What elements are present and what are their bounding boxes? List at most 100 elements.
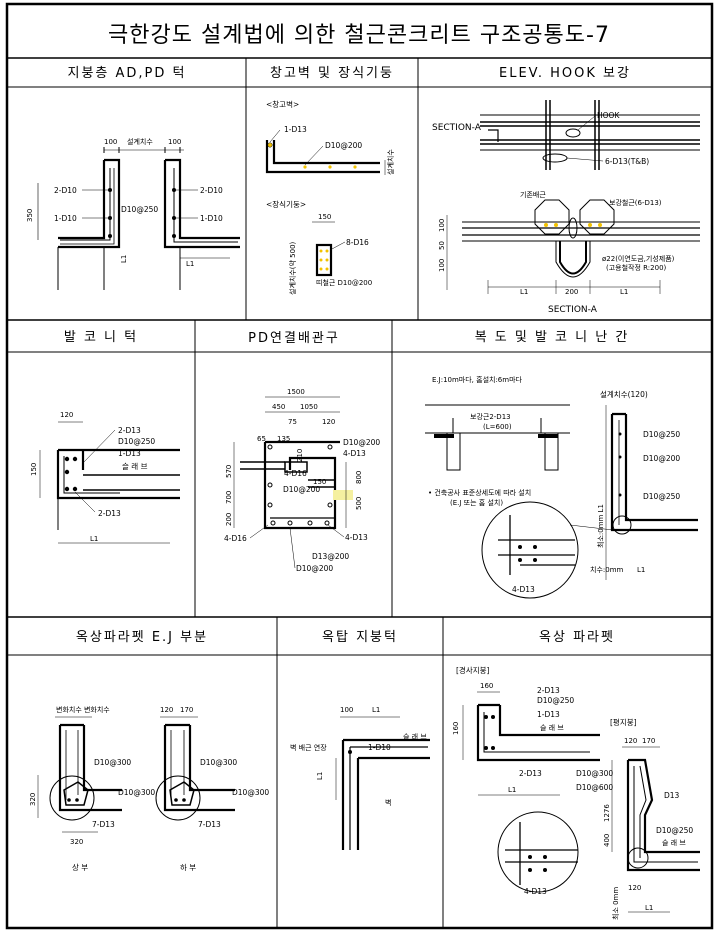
- p8-wall: 벽: [385, 798, 391, 807]
- p9-d10b: D10@300: [576, 769, 613, 778]
- p9-min: 최소 0mm: [611, 887, 620, 920]
- p6-note-2: (E.J 또는 홈 설치): [450, 498, 503, 507]
- p5-dim-1050: 1050: [300, 403, 318, 411]
- p1-left-1d10: 1-D10: [54, 214, 77, 223]
- p1-l1-a: L1: [120, 255, 128, 263]
- p1-dim-350: 350: [26, 209, 34, 222]
- p3-d13tb: 6-D13(T&B): [605, 157, 649, 166]
- panel-8-drawing: 100 L1 벽 배근 연장 1-D10 슬 래 브 L1 벽: [290, 706, 430, 850]
- p1-l1-b: L1: [186, 260, 194, 268]
- p5-d16a: 4-D16: [284, 469, 307, 478]
- panel-1-drawing: 100 설계치수 100 2-D10 1-D10 2-D10 1-D10 D10…: [26, 137, 240, 290]
- panel-5-header: PD연결배관구: [248, 331, 340, 346]
- p2-d16: 8-D16: [346, 238, 369, 247]
- p9-w120: 120: [624, 737, 637, 745]
- p2-d13: 1-D13: [284, 125, 307, 134]
- p1-dim-design: 설계치수: [127, 137, 153, 146]
- p6-min: 치수:0mm: [590, 565, 624, 574]
- p5-dim-1500: 1500: [287, 388, 305, 396]
- p5-dim-200: 200: [225, 513, 233, 526]
- p5-dim-800: 800: [355, 471, 363, 484]
- p1-dim-100-left: 100: [104, 138, 117, 146]
- p5-d16b: 4-D16: [224, 534, 247, 543]
- p8-slab: 슬 래 브: [403, 732, 427, 741]
- p7-h320: 320: [29, 793, 37, 806]
- p5-dim-450: 450: [272, 403, 285, 411]
- p2-side-label: 설계치수(약 500): [288, 241, 297, 295]
- p9-l1a: L1: [508, 786, 516, 794]
- panel-4-drawing: 120 2-D13 D10@250 1-D13 슬 래 브 150 2-D13 …: [30, 411, 180, 544]
- p7-caption-top: 상 부: [72, 862, 88, 872]
- p5-d13b: 4-D13: [345, 533, 368, 542]
- panel-6-header: 복 도 및 발 코 니 난 간: [475, 330, 630, 345]
- p4-d10: D10@250: [118, 437, 155, 446]
- p2-dim-150: 150: [318, 213, 331, 221]
- p3-bogang: 보강철근(6-D13): [609, 198, 662, 207]
- p9-d10c: D10@600: [576, 783, 613, 792]
- p1-left-2d10: 2-D10: [54, 186, 77, 195]
- panel-2-header: 창고벽 및 장식기둥: [270, 66, 394, 81]
- panel-7-header: 옥상파라펫 E.J 부분: [76, 630, 208, 645]
- p2-d10: D10@200: [325, 141, 362, 150]
- p9-h160: 160: [452, 722, 460, 735]
- panel-4-header: 발 코 니 턱: [64, 330, 138, 345]
- p9-d10a: D10@250: [537, 696, 574, 705]
- p5-dim-120: 120: [322, 418, 335, 426]
- p5-dim-75: 75: [288, 418, 297, 426]
- p6-d10a: D10@250: [643, 430, 680, 439]
- p9-h1276: 1276: [603, 804, 611, 822]
- p7-d13b: 7-D13: [198, 820, 221, 829]
- p6-bogang: 보강근2-D13: [470, 412, 511, 421]
- p3-radius: (고용철작정 R:200): [606, 263, 667, 272]
- p5-dim-570: 570: [225, 465, 233, 478]
- p4-d13a: 2-D13: [118, 426, 141, 435]
- p9-d13c: 2-D13: [519, 769, 542, 778]
- p4-slab: 슬 래 브: [122, 462, 148, 471]
- p9-d10d: D10@250: [656, 826, 693, 835]
- p5-dim-135: 135: [277, 435, 290, 443]
- p5-d10b: D10@200: [283, 485, 320, 494]
- p9-w170: 170: [642, 737, 655, 745]
- p8-l1-side: L1: [316, 772, 324, 780]
- p8-l1-top: L1: [372, 706, 380, 714]
- p7-top-left: 변화치수 변화치수: [56, 705, 110, 714]
- p9-w120b: 120: [628, 884, 641, 892]
- p1-right-1d10: 1-D10: [200, 214, 223, 223]
- panel-9-drawing: [경사지붕] 160 2-D13 D10@250 1-D13 슬 래 브 160…: [452, 665, 700, 920]
- p3-hook: HOOK: [597, 111, 620, 120]
- p9-sub-1: [경사지붕]: [456, 665, 490, 675]
- p5-d10a: D10@200: [343, 438, 380, 447]
- panel-1-header: 지붕층 AD,PD 턱: [68, 66, 187, 81]
- p3-dim-100: 100: [438, 219, 446, 232]
- p7-d10a: D10@300: [94, 758, 131, 767]
- p6-d10b: D10@200: [643, 454, 680, 463]
- p1-mid-d10: D10@250: [121, 205, 158, 214]
- p7-d10c: D10@300: [200, 758, 237, 767]
- p8-d10: 1-D10: [368, 743, 391, 752]
- p3-dim-100b: 100: [438, 259, 446, 272]
- p5-dim-65: 65: [257, 435, 266, 443]
- p7-top-120: 120: [160, 706, 173, 714]
- p7-top-170: 170: [180, 706, 193, 714]
- p5-dim-700: 700: [225, 491, 233, 504]
- p5-d13a: 4-D13: [343, 449, 366, 458]
- panel-8-header: 옥탑 지붕턱: [322, 630, 398, 645]
- p2-sub-2: <장식기둥>: [266, 199, 306, 209]
- p8-note: 벽 배근 연장: [290, 743, 327, 752]
- p5-d13c: D13@200: [312, 552, 349, 561]
- p3-l1-a: L1: [520, 288, 528, 296]
- p9-w160: 160: [480, 682, 493, 690]
- p9-l1b: L1: [645, 904, 653, 912]
- p3-dim-50: 50: [438, 241, 446, 250]
- outer-frame: [5, 2, 714, 930]
- panel-9-header: 옥상 파라펫: [539, 630, 615, 645]
- panel-6-drawing: E.J:10m마다, 홈설치:6m마다 보강근2-D13 (L=600) • 건…: [425, 375, 698, 599]
- p9-h400: 400: [603, 834, 611, 847]
- p2-sub-1: <창고벽>: [266, 99, 299, 109]
- p7-d10d: D10@300: [232, 788, 269, 797]
- p6-l1: L1: [637, 566, 645, 574]
- panel-5-drawing: 1500 450 1050 75 120 65 135 D10@200 4-D1…: [224, 388, 380, 573]
- p7-d13a: 7-D13: [92, 820, 115, 829]
